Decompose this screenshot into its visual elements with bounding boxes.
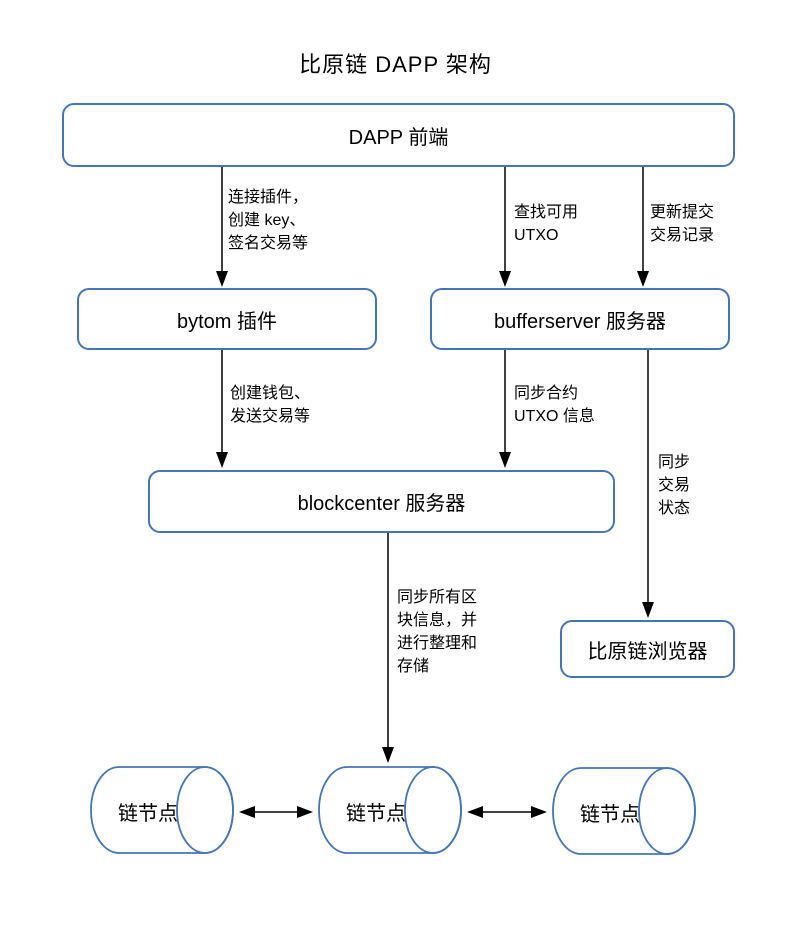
edge-label-find-utxo: 查找可用 UTXO [514, 201, 578, 247]
edge-label-line: UTXO [514, 227, 559, 244]
cylinder-shape [318, 766, 462, 854]
edge-label-line: 同步所有区 [397, 589, 478, 606]
edge-label-line: 同步 [658, 454, 691, 471]
arrow-blockcenter-to-chain-node [382, 533, 394, 763]
arrow-bytom-to-blockcenter [216, 350, 228, 468]
edge-label-line: 交易记录 [650, 227, 715, 244]
edge-label-line: 发送交易等 [230, 408, 311, 425]
edge-label-line: 块信息，并 [397, 612, 478, 629]
arrow-dapp-to-bufferserver-utxo [499, 167, 511, 287]
arrow-bufferserver-to-explorer [642, 350, 654, 618]
edge-label-sync-tx-status: 同步 交易 状态 [658, 451, 690, 520]
edge-label-line: 状态 [658, 500, 691, 517]
node-bufferserver: bufferserver 服务器 [430, 288, 730, 350]
node-dapp-frontend-label: DAPP 前端 [348, 126, 449, 149]
arrow-dapp-to-bufferserver-tx [637, 167, 649, 287]
cylinder-shape [552, 767, 696, 855]
edge-label-line: 查找可用 [514, 204, 579, 221]
edge-label-line: 创建 key、 [228, 212, 306, 229]
edge-label-sync-contract-utxo: 同步合约 UTXO 信息 [514, 382, 595, 428]
edge-label-line: 交易 [658, 477, 691, 494]
node-chain-node-left: 链节点 [89, 765, 235, 857]
edge-label-create-wallet: 创建钱包、 发送交易等 [230, 382, 310, 428]
edge-label-line: 进行整理和 [397, 635, 478, 652]
arrow-chain-node-middle-right [467, 806, 547, 818]
arrow-bufferserver-to-blockcenter [499, 350, 511, 468]
node-bufferserver-label: bufferserver 服务器 [494, 310, 666, 333]
node-bytom-explorer-label: 比原链浏览器 [587, 640, 708, 663]
edge-label-line: 连接插件， [228, 189, 309, 206]
node-blockcenter-label: blockcenter 服务器 [297, 493, 466, 515]
edge-label-line: 同步合约 [514, 385, 579, 402]
arrow-dapp-to-bytom [216, 167, 228, 287]
edge-label-line: 存储 [397, 658, 430, 675]
node-bytom-explorer: 比原链浏览器 [560, 620, 735, 678]
edge-label-dapp-to-bytom: 连接插件， 创建 key、 签名交易等 [228, 186, 308, 255]
arrow-chain-node-left-middle [239, 806, 313, 818]
edge-label-line: 创建钱包、 [230, 385, 311, 402]
edge-label-update-tx: 更新提交 交易记录 [650, 201, 714, 247]
node-chain-node-middle: 链节点 [317, 765, 463, 857]
edge-label-line: UTXO 信息 [514, 408, 595, 425]
cylinder-shape [90, 766, 234, 854]
node-chain-node-middle-label: 链节点 [346, 802, 406, 825]
edge-label-sync-all-blocks: 同步所有区 块信息，并 进行整理和 存储 [397, 586, 477, 678]
node-chain-node-right-label: 链节点 [580, 803, 640, 826]
page-title: 比原链 DAPP 架构 [299, 52, 492, 77]
edge-label-line: 签名交易等 [228, 235, 309, 252]
node-chain-node-left-label: 链节点 [118, 802, 178, 825]
node-blockcenter: blockcenter 服务器 [148, 470, 615, 533]
edge-label-line: 更新提交 [650, 204, 715, 221]
node-dapp-frontend: DAPP 前端 [62, 103, 735, 167]
node-bytom-plugin: bytom 插件 [77, 288, 377, 350]
node-chain-node-right: 链节点 [551, 766, 697, 858]
node-bytom-plugin-label: bytom 插件 [176, 310, 278, 333]
